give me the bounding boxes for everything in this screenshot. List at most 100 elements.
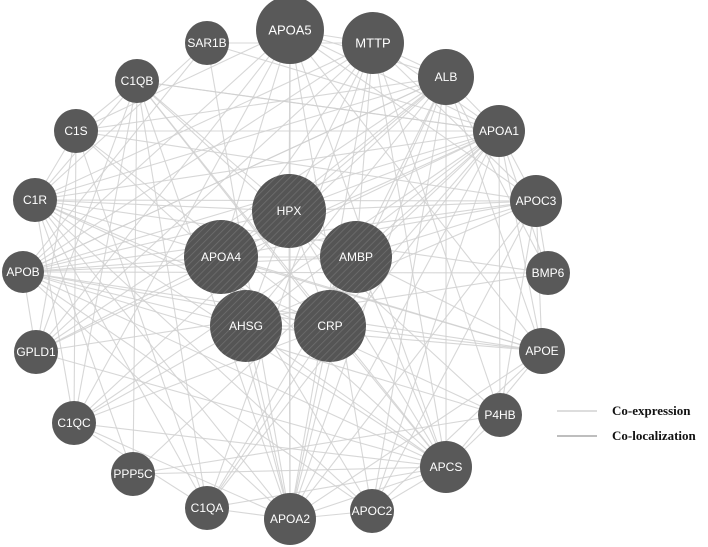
node-circle: [115, 59, 159, 103]
node-ppp5c[interactable]: PPP5C: [111, 452, 155, 496]
node-apoa5[interactable]: APOA5: [256, 0, 324, 64]
node-bmp6[interactable]: BMP6: [526, 251, 570, 295]
edge-apoa1-gpld1: [35, 130, 500, 353]
edge-apoa1-apoa5: [289, 29, 500, 132]
node-ahsg[interactable]: AHSG: [210, 290, 282, 362]
edge-apcs-c1qa: [206, 466, 447, 509]
edge-mttp-gpld1: [35, 42, 374, 353]
node-circle: [13, 178, 57, 222]
edge-gpld1-c1s: [35, 130, 77, 353]
edge-ppp5c-c1qb: [132, 80, 138, 475]
node-label: C1QB: [121, 74, 154, 88]
edge-bmp6-gpld1: [35, 272, 549, 353]
node-circle: [256, 0, 324, 64]
edge-alb-bmp6: [445, 76, 549, 274]
edge-mttp-c1r: [34, 42, 374, 201]
edge-apoe-alb: [445, 76, 543, 352]
edge-hpx-c1r: [34, 199, 290, 212]
edge-c1qa-c1s: [75, 130, 208, 509]
node-apcs[interactable]: APCS: [420, 441, 472, 493]
node-p4hb[interactable]: P4HB: [478, 393, 522, 437]
edge-c1qa-c1r: [34, 199, 208, 509]
legend-label-co-localization: Co-localization: [612, 428, 697, 443]
node-crp[interactable]: CRP: [294, 290, 366, 362]
edge-apoe-apoc2: [371, 350, 543, 512]
node-label: AMBP: [339, 250, 373, 264]
edge-alb-c1qc: [73, 76, 447, 424]
node-apoc2[interactable]: APOC2: [350, 489, 394, 533]
edge-c1qb-apoa1: [136, 80, 500, 132]
edge-sar1b-c1r: [34, 42, 208, 201]
node-label: C1QA: [191, 501, 224, 515]
node-circle: [111, 452, 155, 496]
node-apob[interactable]: APOB: [2, 251, 44, 293]
edge-c1qa-c1qb: [136, 80, 208, 509]
node-circle: [185, 486, 229, 530]
node-label: APOA1: [479, 124, 519, 138]
edge-hpx-apoa1: [288, 130, 500, 212]
node-c1r[interactable]: C1R: [13, 178, 57, 222]
node-label: APCS: [430, 460, 463, 474]
edge-apoc3-apoc2: [371, 200, 537, 512]
edge-apoc3-c1s: [75, 130, 537, 202]
edge-apob-apoa5: [22, 29, 291, 273]
node-label: GPLD1: [16, 345, 56, 359]
node-circle: [52, 401, 96, 445]
node-c1s[interactable]: C1S: [54, 109, 98, 153]
edge-p4hb-ppp5c: [132, 414, 501, 475]
node-c1qc[interactable]: C1QC: [52, 401, 96, 445]
node-label: BMP6: [532, 266, 565, 280]
edge-apoa1-apoc2: [371, 130, 500, 512]
edge-crp-c1r: [34, 199, 331, 327]
node-label: APOC3: [516, 194, 557, 208]
edge-mttp-p4hb: [372, 42, 501, 416]
edge-apob-sar1b: [22, 42, 208, 273]
node-hpx[interactable]: HPX: [252, 174, 326, 248]
edge-layer: [22, 29, 549, 520]
node-sar1b[interactable]: SAR1B: [185, 21, 229, 65]
node-apoa4[interactable]: APOA4: [184, 220, 258, 294]
edge-c1qc-apoa1: [73, 130, 500, 424]
node-circle: [418, 49, 474, 105]
edge-ppp5c-c1r: [34, 199, 134, 475]
node-c1qb[interactable]: C1QB: [115, 59, 159, 103]
edge-ahsg-apcs: [245, 325, 447, 468]
node-apoa1[interactable]: APOA1: [473, 105, 525, 157]
node-circle: [519, 328, 565, 374]
edge-apoa1-apoe: [498, 130, 543, 352]
node-circle: [342, 12, 404, 74]
node-circle: [350, 489, 394, 533]
node-label: C1QC: [57, 416, 91, 430]
node-ambp[interactable]: AMBP: [320, 221, 392, 293]
node-circle: [54, 109, 98, 153]
edge-crp-apoa1: [329, 130, 500, 327]
edge-apob-apoa2: [22, 271, 291, 520]
edge-apoa2-c1qc: [73, 422, 291, 520]
edge-c1qc-c1s: [73, 130, 77, 424]
edge-gpld1-apoa5: [35, 29, 291, 353]
edge-alb-c1r: [34, 76, 447, 201]
node-circle: [252, 174, 326, 248]
edge-alb-apob: [22, 76, 447, 273]
node-apoe[interactable]: APOE: [519, 328, 565, 374]
edge-apoc2-c1r: [34, 199, 373, 512]
node-circle: [184, 220, 258, 294]
node-apoa2[interactable]: APOA2: [264, 493, 316, 545]
edge-ahsg-alb: [245, 76, 447, 327]
node-gpld1[interactable]: GPLD1: [14, 330, 58, 374]
edge-gpld1-apcs: [35, 351, 447, 468]
edge-apoc3-apoa2: [289, 200, 537, 520]
edge-apob-apoc2: [22, 271, 373, 512]
edge-apcs-mttp: [372, 42, 447, 468]
node-mttp[interactable]: MTTP: [342, 12, 404, 74]
node-circle: [210, 290, 282, 362]
node-c1qa[interactable]: C1QA: [185, 486, 229, 530]
edge-c1qc-c1r: [34, 199, 75, 424]
edge-sar1b-apoa1: [206, 42, 500, 132]
edge-apoa2-c1r: [34, 199, 291, 520]
node-alb[interactable]: ALB: [418, 49, 474, 105]
node-circle: [478, 393, 522, 437]
node-apoc3[interactable]: APOC3: [510, 175, 562, 227]
